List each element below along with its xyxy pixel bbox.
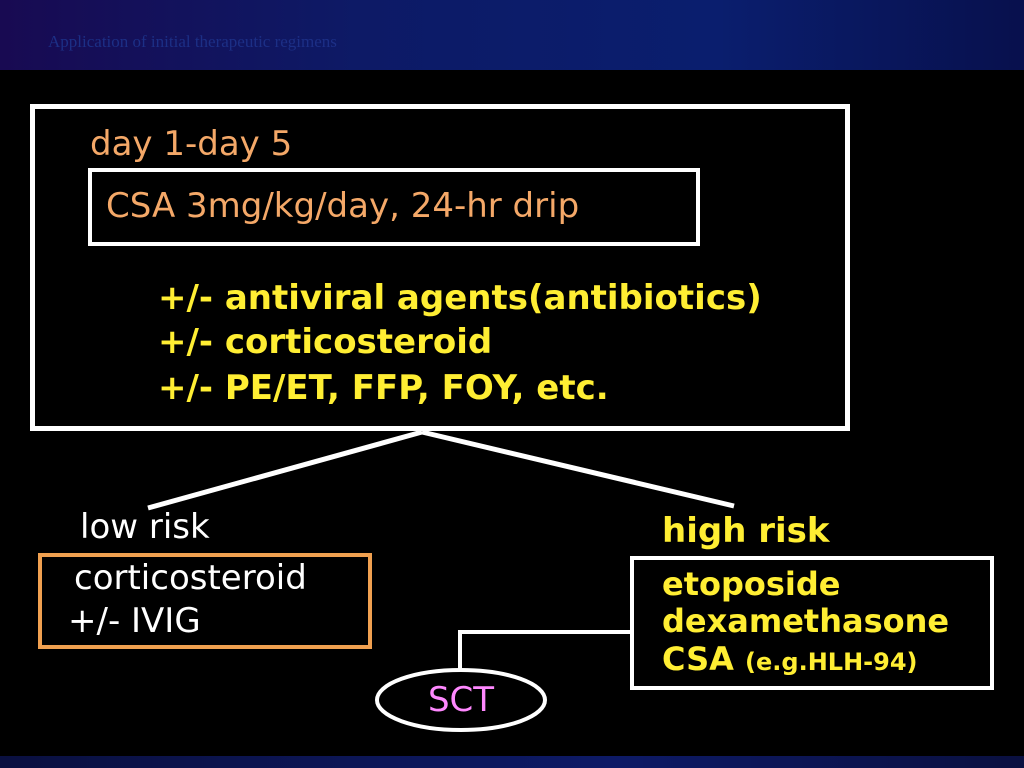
high-risk-label: high risk bbox=[662, 511, 830, 551]
optional-therapy-pe-et: +/- PE/ET, FFP, FOY, etc. bbox=[158, 368, 609, 408]
low-risk-label: low risk bbox=[80, 507, 210, 547]
sct-label: SCT bbox=[427, 680, 495, 720]
initial-regimen-box bbox=[30, 104, 850, 431]
csa-dose-box bbox=[88, 168, 700, 246]
connector-high-risk-to-sct bbox=[458, 630, 630, 672]
connector-to-low-risk bbox=[147, 429, 423, 511]
low-risk-box bbox=[38, 553, 372, 649]
high-risk-csa-text: CSA bbox=[662, 640, 746, 678]
high-risk-box bbox=[630, 556, 994, 690]
csa-dose-text: CSA 3mg/kg/day, 24-hr drip bbox=[106, 186, 580, 226]
low-risk-therapy-line: +/- IVIG bbox=[68, 601, 201, 641]
optional-therapy-corticosteroid: +/- corticosteroid bbox=[158, 322, 493, 362]
slide-title: Application of initial therapeutic regim… bbox=[48, 32, 337, 51]
day-range-label: day 1-day 5 bbox=[90, 124, 293, 164]
high-risk-therapy-line: etoposide bbox=[662, 565, 841, 603]
connector-to-high-risk bbox=[421, 429, 735, 509]
sct-ellipse bbox=[375, 668, 547, 732]
bottom-bar bbox=[0, 756, 1024, 768]
high-risk-therapy-line: CSA (e.g.HLH-94) bbox=[662, 640, 917, 678]
high-risk-protocol-note: (e.g.HLH-94) bbox=[745, 648, 918, 676]
low-risk-therapy-line: corticosteroid bbox=[74, 558, 307, 598]
header-bar: Application of initial therapeutic regim… bbox=[0, 0, 1024, 70]
optional-therapy-antiviral: +/- antiviral agents(antibiotics) bbox=[158, 278, 762, 318]
high-risk-therapy-line: dexamethasone bbox=[662, 602, 950, 640]
